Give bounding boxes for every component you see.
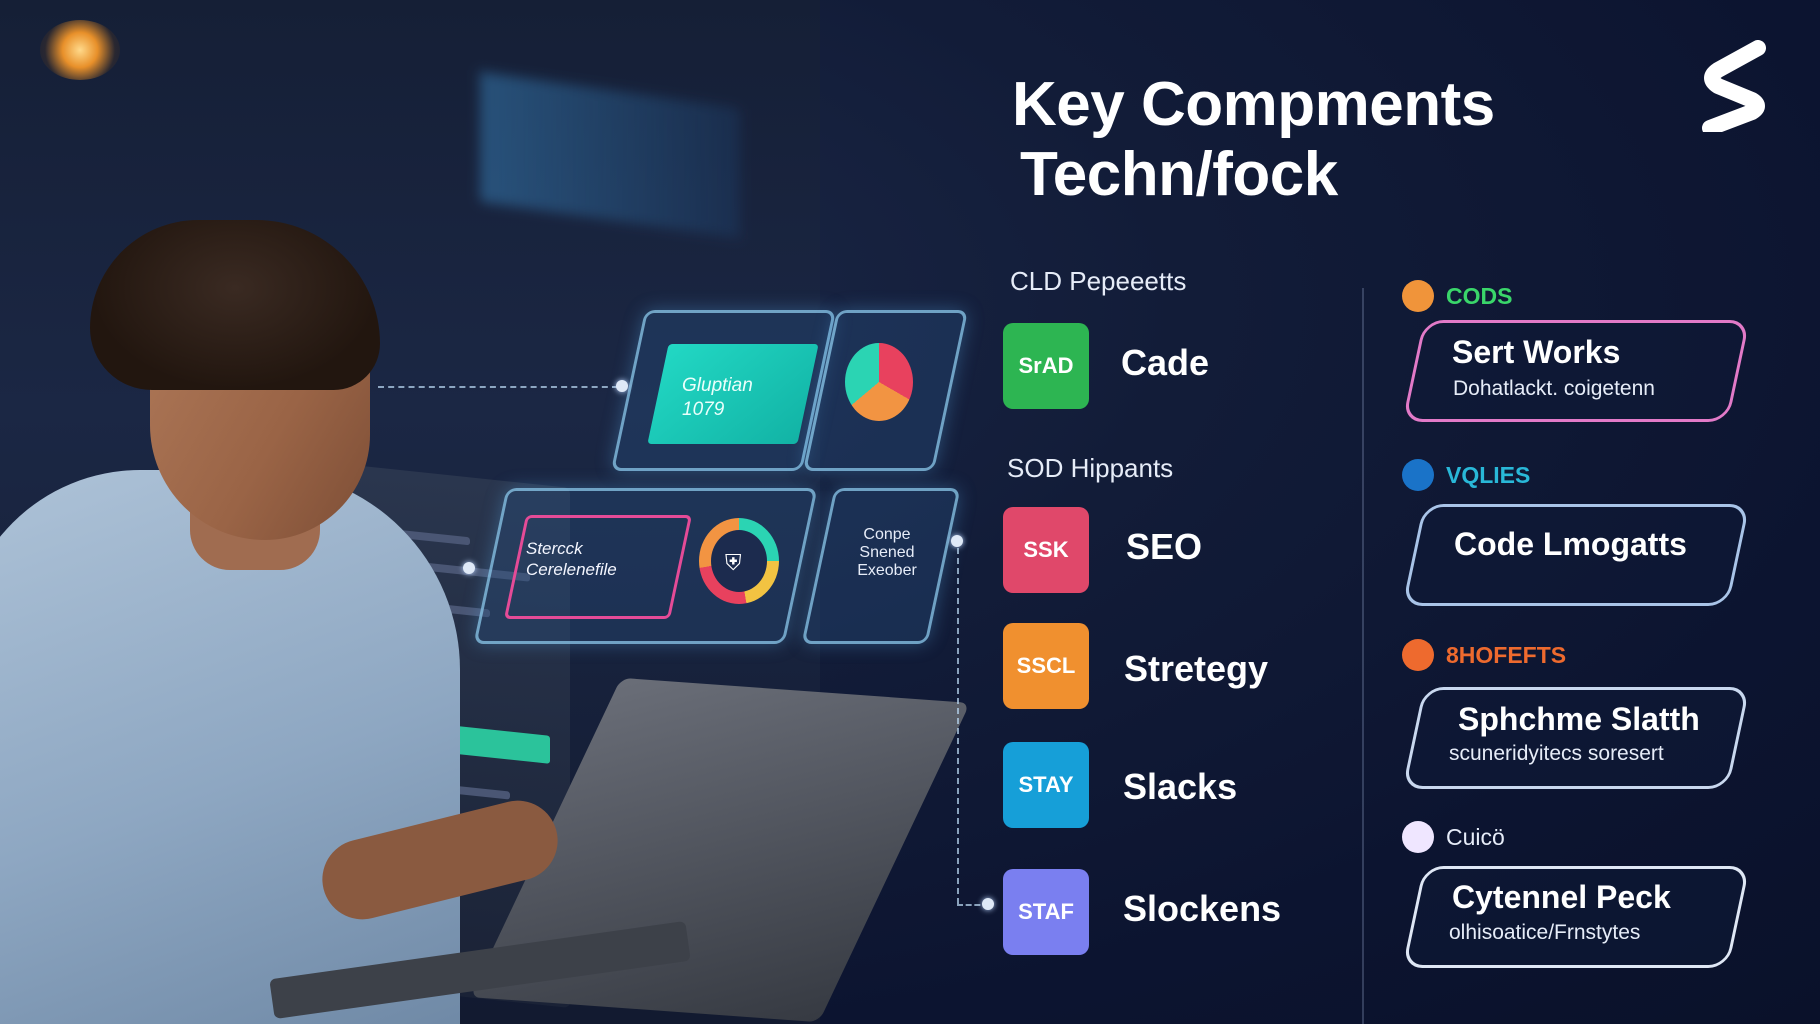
- tech-badge-3: SSCL: [1003, 623, 1089, 709]
- category-label: VQLIES: [1446, 461, 1531, 488]
- category-dot: [1402, 821, 1434, 853]
- category-1: CODS: [1402, 280, 1512, 312]
- card-title-2: Code Lmogatts: [1454, 526, 1687, 562]
- category-dot: [1402, 280, 1434, 312]
- title-line1: Key Compments: [1012, 70, 1495, 139]
- holo-stat-label: Gluptian: [682, 375, 753, 396]
- tech-badge-text: STAF: [1018, 899, 1074, 924]
- title-line2: Techn/fock: [1020, 140, 1338, 209]
- column-divider: [1362, 288, 1364, 1024]
- tech-badge-5: STAF: [1003, 869, 1089, 955]
- card-title-4: Cytennel Peck: [1452, 879, 1671, 915]
- tech-badge-1: SrAD: [1003, 323, 1089, 409]
- holo-stat-value: 1079: [682, 399, 725, 420]
- connector-line-vertical: [957, 548, 959, 904]
- category-label: 8HOFEFTS: [1446, 641, 1567, 668]
- tech-name-2: SEO: [1126, 526, 1203, 567]
- holo-small-line3: Exeober: [857, 562, 917, 579]
- holo-small-text: Conpe Snened Exeober: [842, 526, 932, 580]
- holo-box-text: Stercck Cerelenefile: [526, 538, 617, 580]
- category-4: Cuicö: [1402, 821, 1505, 853]
- person-illustration: [0, 120, 520, 1024]
- connector-dot: [463, 562, 475, 574]
- tech-name-1: Cade: [1121, 342, 1210, 383]
- connector-dot: [616, 380, 628, 392]
- card-sub-4: olhisoatice/Frnstytes: [1449, 921, 1641, 944]
- category-3: 8HOFEFTS: [1402, 639, 1566, 671]
- tech-badge-text: SSCL: [1016, 653, 1076, 678]
- pie-chart-icon: [845, 343, 913, 421]
- connector-dot: [982, 898, 994, 910]
- tech-badge-2: SSK: [1003, 507, 1089, 593]
- connector-dot: [951, 535, 963, 547]
- card-title-3: Sphchme Slatth: [1458, 701, 1700, 737]
- holo-stat-text: Gluptian 1079: [682, 374, 753, 422]
- tech-badge-text: SSK: [1023, 537, 1069, 562]
- tech-name-4: Slacks: [1123, 766, 1238, 807]
- category-2: VQLIES: [1402, 459, 1530, 491]
- section-label-2: SOD Hippants: [1007, 453, 1174, 483]
- ceiling-lamp: [40, 20, 120, 80]
- card-sub-3: scuneridyitecs soresert: [1449, 742, 1664, 765]
- shield-icon: ⛨: [725, 550, 742, 575]
- tech-badge-4: STAY: [1003, 742, 1089, 828]
- holo-box-line2: Cerelenefile: [526, 560, 617, 579]
- tech-badge-text: STAY: [1018, 772, 1074, 797]
- tech-badge-text: SrAD: [1018, 353, 1074, 378]
- holo-small-line2: Snened: [859, 544, 915, 561]
- connector-line-bottom: [957, 904, 989, 906]
- card-title-1: Sert Works: [1452, 334, 1621, 370]
- tech-name-5: Slockens: [1123, 888, 1282, 929]
- page-title: Key Compments Techn/fock: [1012, 70, 1495, 210]
- tech-name-3: Stretegy: [1124, 648, 1269, 689]
- holo-small-line1: Conpe: [863, 526, 911, 543]
- category-dot: [1402, 459, 1434, 491]
- category-label: CODS: [1446, 282, 1513, 309]
- category-dot: [1402, 639, 1434, 671]
- category-label: Cuicö: [1446, 823, 1505, 850]
- holo-box-line1: Stercck: [526, 539, 583, 558]
- section-label-1: CLD Pepeeetts: [1010, 266, 1187, 296]
- connector-line-top: [378, 386, 618, 388]
- ring-chart-icon: [699, 518, 779, 604]
- logo-s-icon: [1702, 40, 1766, 132]
- card-sub-1: Dohatlackt. coigetenn: [1453, 377, 1655, 400]
